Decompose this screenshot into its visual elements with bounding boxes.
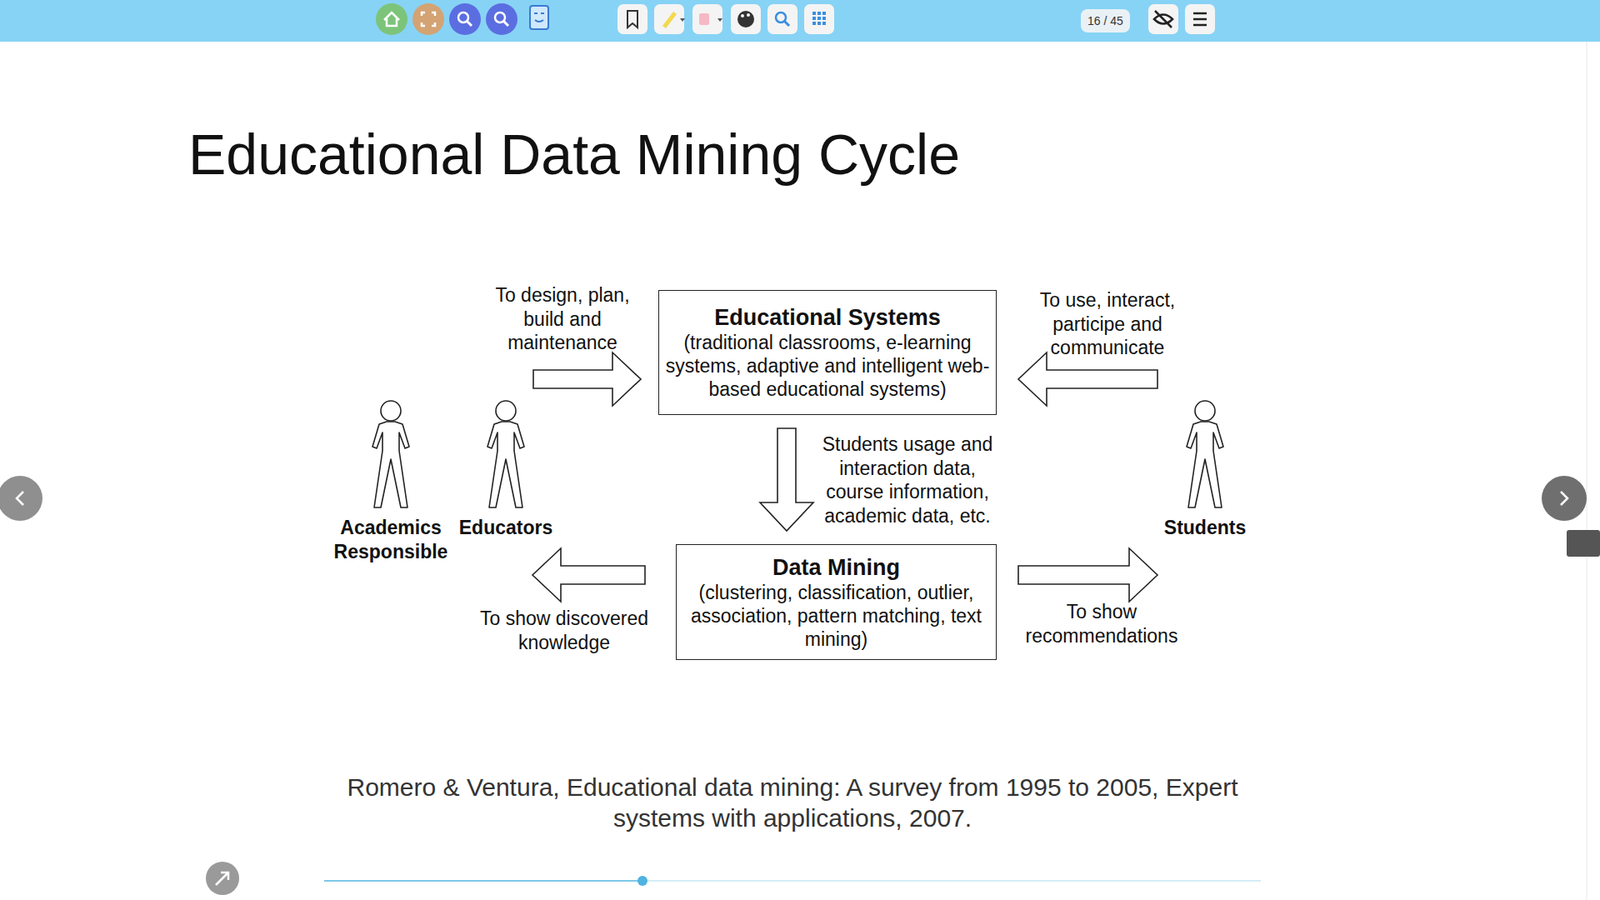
palette-icon [746,13,750,17]
dropdown-caret [717,18,723,22]
dropdown-caret [680,18,685,22]
zoom-in-button [449,3,481,35]
eraser-icon [699,13,710,25]
toolbar-bar [0,0,1600,42]
person-body [372,421,410,508]
actor-label: Students [1164,515,1246,540]
box-heading: Data Mining [772,554,900,581]
block-arrow [533,352,641,406]
person-body [1186,421,1224,508]
tool-button [617,4,648,35]
process-box: Data Mining(clustering, classification, … [675,544,997,660]
page-number: 16 / 45 [1087,14,1124,28]
search-icon [784,20,790,26]
box-heading: Educational Systems [714,304,941,331]
arrow-label: To design, plan, build and maintenance [486,283,639,355]
block-arrow [1018,548,1158,602]
fullscreen-icon [421,12,435,26]
zoom-out-button [485,3,518,35]
person-head [380,400,401,421]
chevron-icon [16,491,24,505]
tool-button [804,4,835,35]
tool-button [767,4,798,35]
arrow-label: To show discovered knowledge [462,606,666,655]
side-tab [1566,530,1600,557]
person-head [1195,400,1215,421]
grid-icon [812,11,826,25]
arrow-label: To show recommendations [1016,600,1187,648]
block-arrow [1018,352,1158,406]
bookmark-icon [627,10,638,28]
tool-button [1185,4,1215,35]
block-arrow [532,548,645,602]
person-figure [477,400,535,510]
home-button [375,3,408,35]
actor-figure: Academics Responsible [330,400,452,565]
actor-label: Academics Responsible [330,515,452,565]
fullscreen-button [412,3,445,35]
person-body [487,421,525,508]
progress-dot [637,875,648,886]
actor-figure: Educators [453,400,559,540]
box-body: (traditional classrooms, e-learning syst… [664,330,991,401]
citation-caption: Romero & Ventura, Educational data minin… [309,771,1276,834]
actor-figure: Students [1150,400,1260,540]
person-head [495,400,516,421]
actor-label: Educators [459,515,553,540]
arrow-label: To use, interact, participe and communic… [1027,288,1188,360]
book-icon [530,5,549,30]
tool-button [654,4,685,35]
panel-edge [1586,41,1588,900]
palette-icon [737,10,755,28]
box-body: (clustering, classification, outlier, as… [681,580,991,651]
page-counter: 16 / 45 [1080,9,1130,33]
next-button [1541,475,1587,521]
previous-button [0,475,43,521]
highlighter-icon [662,11,677,29]
arrow-label: Students usage and interaction data, cou… [818,432,997,528]
menu-icon [1193,13,1207,25]
expand-icon [215,872,229,885]
progress-track [324,880,1261,882]
tool-button [730,4,761,35]
book-icon [534,13,545,22]
process-box: Educational Systems(traditional classroo… [658,290,997,415]
block-arrow [760,428,814,531]
progress-fill [324,880,643,882]
chevron-icon [1560,491,1568,505]
eye-off-icon [1155,10,1172,28]
expand-button [205,861,240,895]
person-figure [362,400,420,510]
palette-icon [740,14,745,18]
home-icon [384,12,400,26]
tool-button [1148,4,1179,35]
tool-button [692,4,723,35]
person-figure [1176,400,1234,510]
zoom-icon [503,20,509,26]
zoom-icon [466,20,472,26]
slide-title: Educational Data Mining Cycle [188,121,960,187]
